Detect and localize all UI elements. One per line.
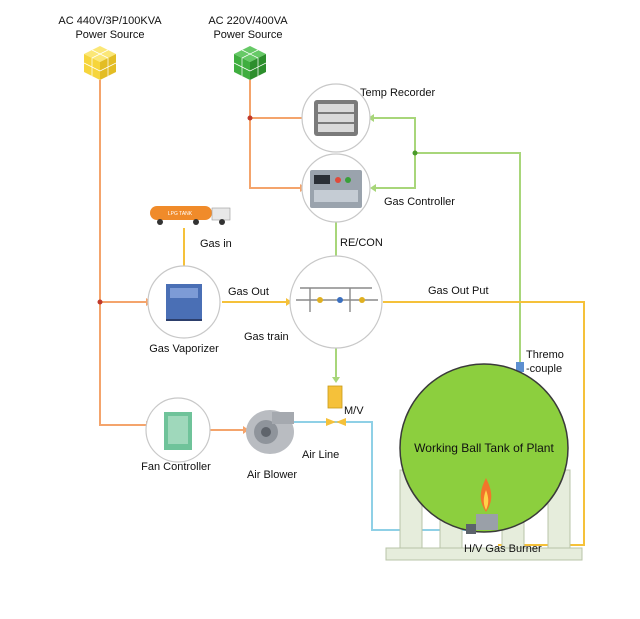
control-power-sublabel: Power Source	[213, 29, 282, 41]
tank-sphere	[399, 363, 569, 533]
air-blower-icon	[246, 410, 294, 454]
signal-lines	[335, 117, 521, 380]
mv-label: M/V	[344, 405, 364, 417]
fan-controller-node	[145, 397, 211, 463]
arrow-icon	[332, 377, 340, 383]
gas-in-label: Gas in	[200, 238, 232, 250]
temp-recorder-node	[301, 83, 371, 153]
arrow-icon	[243, 426, 249, 434]
thermocouple-label: Thremo	[526, 349, 564, 361]
junction-dot	[412, 150, 418, 156]
main-power-sublabel: Power Source	[75, 29, 144, 41]
arrow-icon	[370, 184, 376, 192]
cube-icon-control-power	[233, 46, 267, 80]
power-lines	[99, 80, 302, 431]
thermocouple-sublabel: -couple	[526, 363, 562, 375]
burner-label: H/V Gas Burner	[464, 543, 542, 555]
fan-controller-label: Fan Controller	[141, 461, 211, 473]
gas-train-label: Gas train	[244, 331, 289, 343]
temp-recorder-label: Temp Recorder	[360, 87, 436, 99]
junction-dot	[247, 115, 253, 121]
gas-vaporizer-label: Gas Vaporizer	[149, 343, 219, 355]
arrow-icon	[286, 298, 292, 306]
lpg-tank-badge: LPG TANK	[168, 211, 193, 217]
gas-out-put-label: Gas Out Put	[428, 285, 489, 297]
gas-lines	[183, 228, 585, 546]
main-power-label: AC 440V/3P/100KVA	[58, 15, 162, 27]
cube-icon-main-power	[83, 46, 117, 80]
re-con-label: RE/CON	[340, 237, 383, 249]
junction-dot	[97, 299, 103, 305]
control-power-label: AC 220V/400VA	[208, 15, 288, 27]
lpg-truck-icon: LPG TANK	[150, 206, 231, 225]
air-line-label: Air Line	[302, 449, 339, 461]
gas-controller-label: Gas Controller	[384, 196, 455, 208]
solenoid-valve-icon	[327, 385, 343, 409]
valve-icon	[326, 418, 346, 426]
gas-out-label: Gas Out	[228, 286, 269, 298]
gas-train-node	[289, 255, 383, 349]
gas-controller-node	[301, 153, 371, 223]
air-blower-label: Air Blower	[247, 469, 297, 481]
burner-icon	[466, 478, 498, 534]
gas-vaporizer-node	[147, 265, 221, 339]
arrow-icon	[368, 114, 374, 122]
tank-label: Working Ball Tank of Plant	[414, 441, 554, 455]
